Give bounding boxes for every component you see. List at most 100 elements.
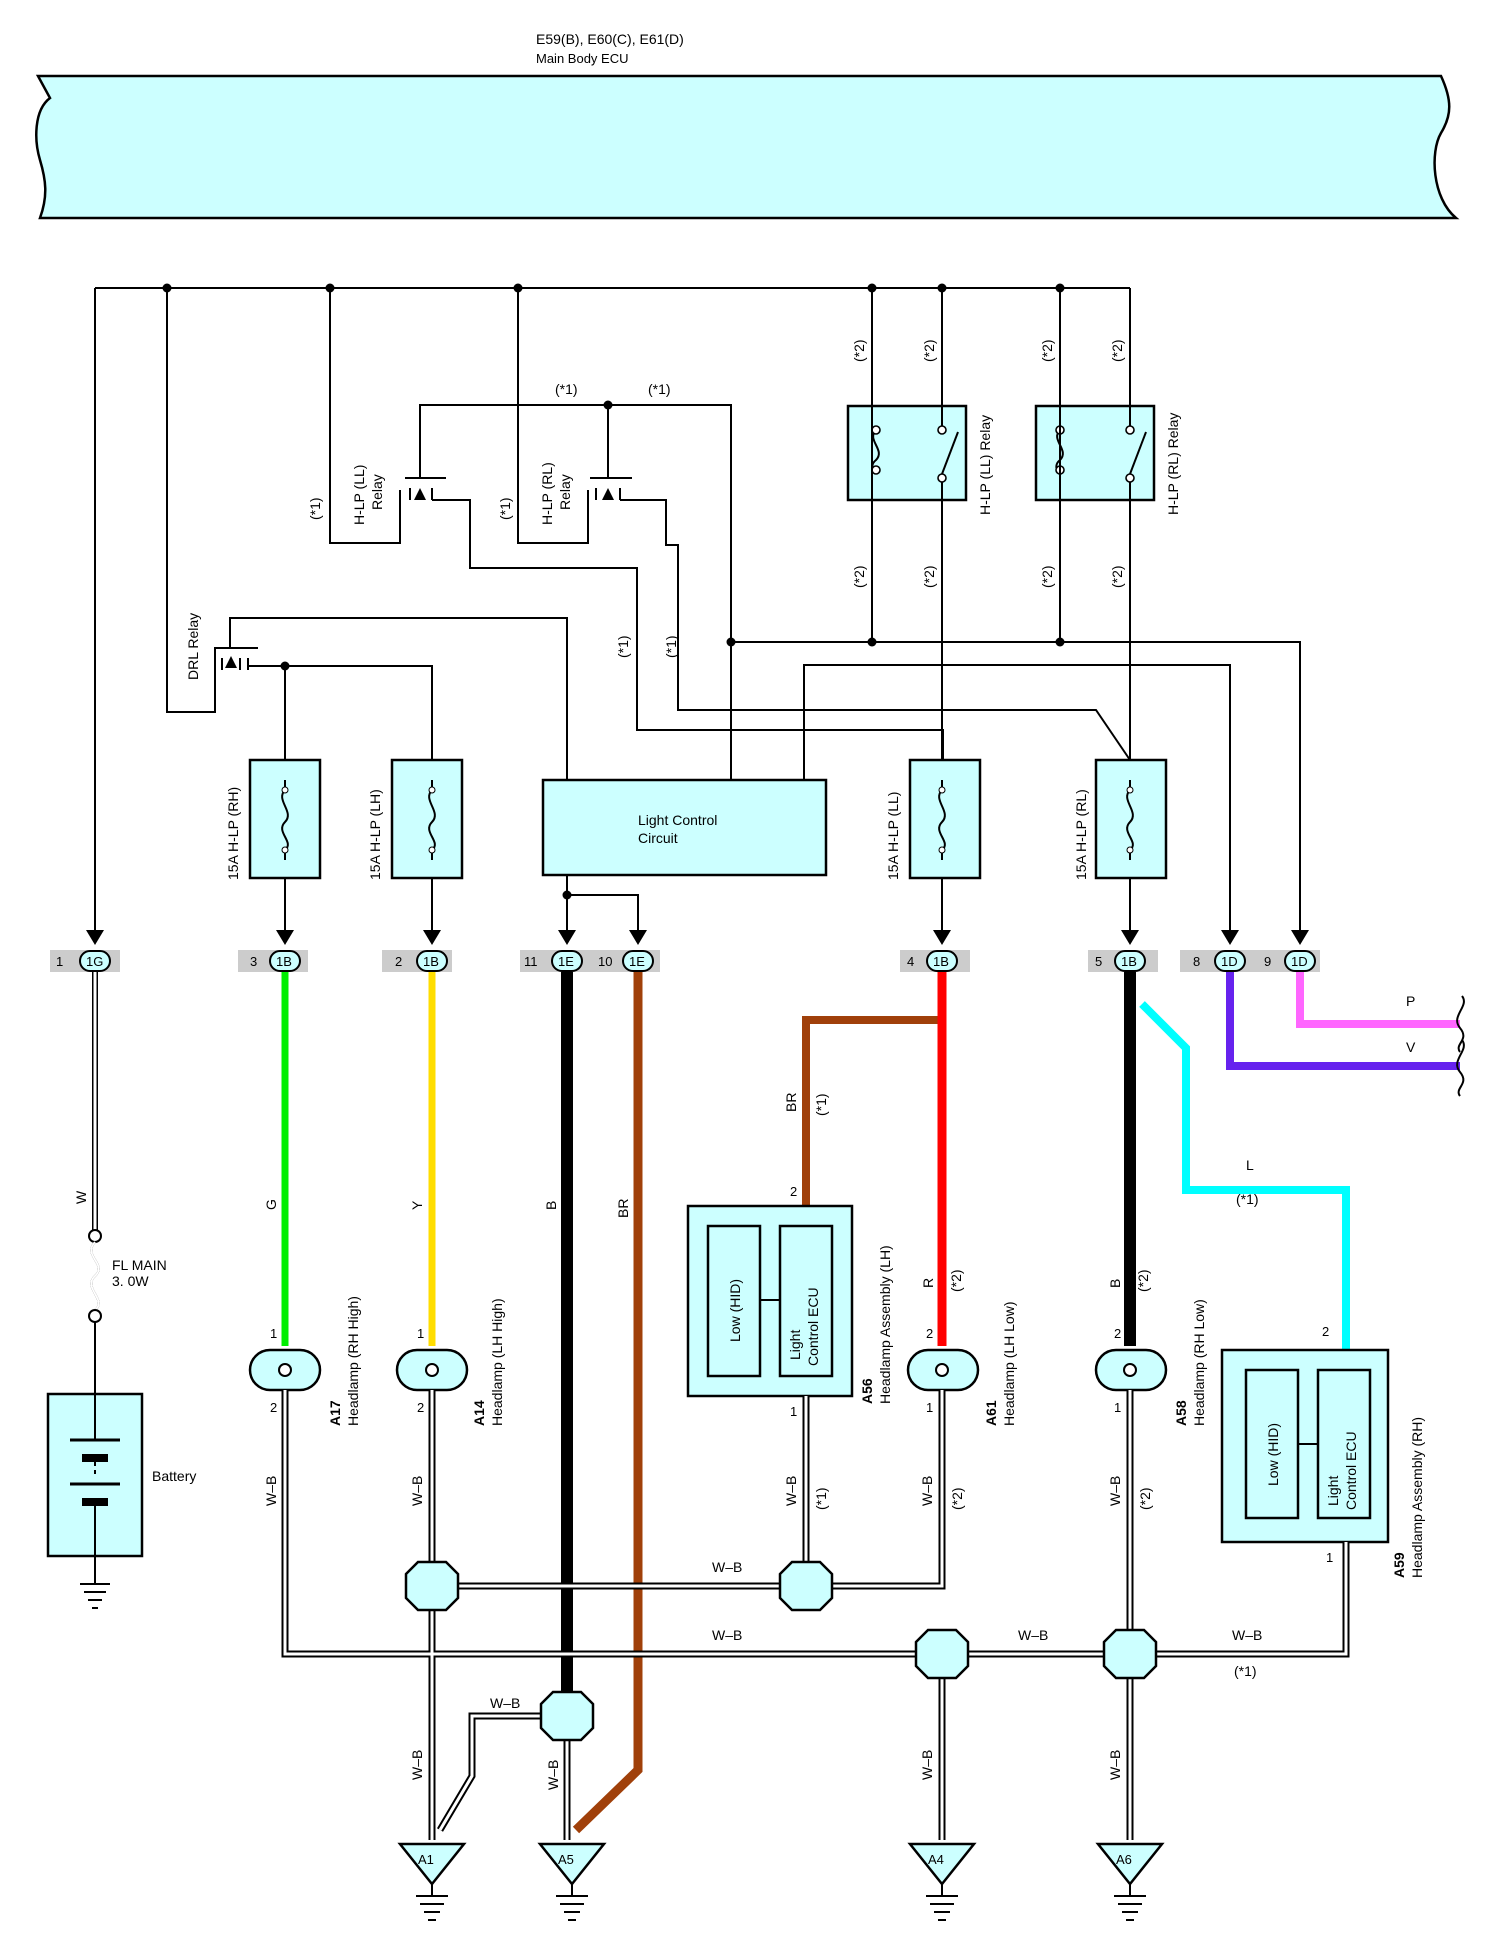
note-2-label: (*2) bbox=[1137, 1487, 1153, 1510]
pin-conn: 1D bbox=[1291, 954, 1308, 969]
low-hid-label: Low (HID) bbox=[727, 1279, 743, 1342]
pin-2-label: 2 bbox=[1114, 1326, 1121, 1341]
a59-name: Headlamp Assembly (RH) bbox=[1409, 1417, 1425, 1578]
wire-wb-label: W–B bbox=[409, 1476, 425, 1506]
pin-num: 4 bbox=[907, 954, 914, 969]
wire-wb-label: W–B bbox=[263, 1476, 279, 1506]
pin-conn: 1B bbox=[276, 954, 292, 969]
a14-id: A14 bbox=[471, 1400, 487, 1426]
pin-1-label: 1 bbox=[790, 1404, 797, 1419]
note-1-label: (*1) bbox=[813, 1487, 829, 1510]
pin-2-label: 2 bbox=[270, 1400, 277, 1415]
light-control-label-1: Light Control bbox=[638, 812, 717, 828]
drl-relay: DRL Relay bbox=[185, 613, 568, 780]
ground-wiring bbox=[281, 1390, 1350, 1840]
a56-name: Headlamp Assembly (LH) bbox=[877, 1245, 893, 1404]
ground-label: A6 bbox=[1116, 1852, 1132, 1867]
pin-conn: 1B bbox=[423, 954, 439, 969]
ecu-connectors-label: E59(B), E60(C), E61(D) bbox=[536, 31, 684, 47]
pin-11-1e: 11 1E bbox=[524, 930, 583, 972]
pin-1-label: 1 bbox=[1114, 1400, 1121, 1415]
wire-wb-label: W–B bbox=[1107, 1476, 1123, 1506]
a59-id: A59 bbox=[1391, 1552, 1407, 1578]
pin-2-label: 2 bbox=[417, 1400, 424, 1415]
wire-g-label: G bbox=[263, 1199, 279, 1210]
pin-1-label: 1 bbox=[270, 1326, 277, 1341]
light-control-circuit: Light Control Circuit bbox=[541, 778, 828, 930]
wire-wb-label: W–B bbox=[783, 1476, 799, 1506]
wire-wb-label: W–B bbox=[490, 1695, 520, 1711]
wire-b-label: B bbox=[543, 1201, 559, 1210]
ground-a6: A6 bbox=[1095, 1842, 1165, 1921]
pin-conn: 1D bbox=[1221, 954, 1238, 969]
note-2-label: (*2) bbox=[948, 1269, 964, 1292]
relay-feeds bbox=[166, 288, 589, 713]
note-2-label: (*2) bbox=[851, 565, 867, 588]
light-control-label-2: Circuit bbox=[638, 830, 678, 846]
a17-id: A17 bbox=[327, 1400, 343, 1426]
wire-wb-label: W–B bbox=[919, 1750, 935, 1780]
note-2-label: (*2) bbox=[1039, 565, 1055, 588]
wire-br-label: BR bbox=[783, 1093, 799, 1112]
hlp-rl-relay-small: H-LP (RL) Relay (*1) (*1) (*1) (*1) (*1) bbox=[497, 381, 1131, 761]
pin-1g: 1 1G bbox=[56, 930, 111, 972]
pin-conn: 1E bbox=[558, 954, 574, 969]
hlp-ll-relay-full-label: H-LP (LL) Relay bbox=[977, 415, 993, 515]
pin-num: 11 bbox=[524, 954, 538, 969]
pin-1-label: 1 bbox=[926, 1400, 933, 1415]
hlp-ll-relay-label-1: H-LP (LL) bbox=[351, 465, 367, 525]
fuse-rh: 15A H-LP (RH) bbox=[225, 758, 322, 930]
pin-1-label: 1 bbox=[417, 1326, 424, 1341]
fuse-lh: 15A H-LP (LH) bbox=[367, 758, 464, 930]
pin-1-label: 1 bbox=[1326, 1550, 1333, 1565]
ground-label: A1 bbox=[418, 1852, 434, 1867]
pin-10-1e: 10 1E bbox=[598, 930, 654, 972]
fl-main-label: FL MAIN bbox=[112, 1257, 167, 1273]
ecu-label-1: Light bbox=[1325, 1476, 1341, 1506]
wire-b-label: B bbox=[1107, 1279, 1123, 1288]
pin-num: 9 bbox=[1264, 954, 1271, 969]
wire-l-label: L bbox=[1246, 1157, 1254, 1173]
fl-main-rating: 3. 0W bbox=[112, 1273, 149, 1289]
ecu-label-1: Light bbox=[787, 1330, 803, 1360]
battery-label: Battery bbox=[152, 1468, 196, 1484]
hlp-ll-relay-label-2: Relay bbox=[369, 474, 385, 510]
colored-wires: W G Y B BR BR (*1) R (*2) B (*2) L (*1) … bbox=[73, 972, 1465, 1834]
a14-name: Headlamp (LH High) bbox=[489, 1298, 505, 1426]
ground-label: A4 bbox=[928, 1852, 944, 1867]
hlp-rl-relay-large: H-LP (RL) Relay (*2) (*2) (*2) (*2) bbox=[1034, 288, 1181, 760]
wire-r-label: R bbox=[920, 1278, 936, 1288]
a17-name: Headlamp (RH High) bbox=[345, 1296, 361, 1426]
pin-num: 3 bbox=[250, 954, 257, 969]
hlp-rl-relay-label-1: H-LP (RL) bbox=[539, 462, 555, 525]
main-body-ecu bbox=[35, 74, 1460, 220]
pin-2-label: 2 bbox=[1322, 1324, 1329, 1339]
connector-strip: 1 1G 3 1B 2 1B 11 1E 10 1E bbox=[50, 930, 1320, 972]
fl-main-fusible-link: FL MAIN 3. 0W bbox=[88, 1229, 167, 1394]
note-2-label: (*2) bbox=[921, 339, 937, 362]
a61-id: A61 bbox=[983, 1400, 999, 1426]
note-1-label: (*1) bbox=[648, 381, 671, 397]
note-2-label: (*2) bbox=[851, 339, 867, 362]
wire-p-label: P bbox=[1406, 993, 1415, 1009]
a58-name: Headlamp (RH Low) bbox=[1191, 1299, 1207, 1426]
wire-wb-label: W–B bbox=[1018, 1627, 1048, 1643]
headlamp-a17: 1 2 A17 Headlamp (RH High) bbox=[248, 1296, 361, 1426]
pin-conn: 1E bbox=[629, 954, 645, 969]
pin-3-1b: 3 1B bbox=[250, 930, 301, 972]
note-2-label: (*2) bbox=[1109, 339, 1125, 362]
note-1-label: (*1) bbox=[307, 497, 323, 520]
wire-wb-label: W–B bbox=[1107, 1750, 1123, 1780]
pin-conn: 1B bbox=[1121, 954, 1137, 969]
note-1-label: (*1) bbox=[1234, 1663, 1257, 1679]
headlamp-assembly-a56: 2 Low (HID) Light Control ECU 1 A56 Head… bbox=[686, 1184, 893, 1419]
headlamp-assembly-a59: 2 Low (HID) Light Control ECU 1 A59 Head… bbox=[1220, 1324, 1425, 1578]
pin-num: 1 bbox=[56, 954, 63, 969]
pin-num: 8 bbox=[1193, 954, 1200, 969]
ground-a1: A1 bbox=[397, 1842, 467, 1921]
wb-labels: W–B W–B W–B (*1) W–B (*2) W–B (*2) W–B W… bbox=[263, 1476, 1262, 1790]
a58-id: A58 bbox=[1173, 1400, 1189, 1426]
note-2-label: (*2) bbox=[1109, 565, 1125, 588]
pin-5-1b: 5 1B bbox=[1095, 930, 1146, 972]
